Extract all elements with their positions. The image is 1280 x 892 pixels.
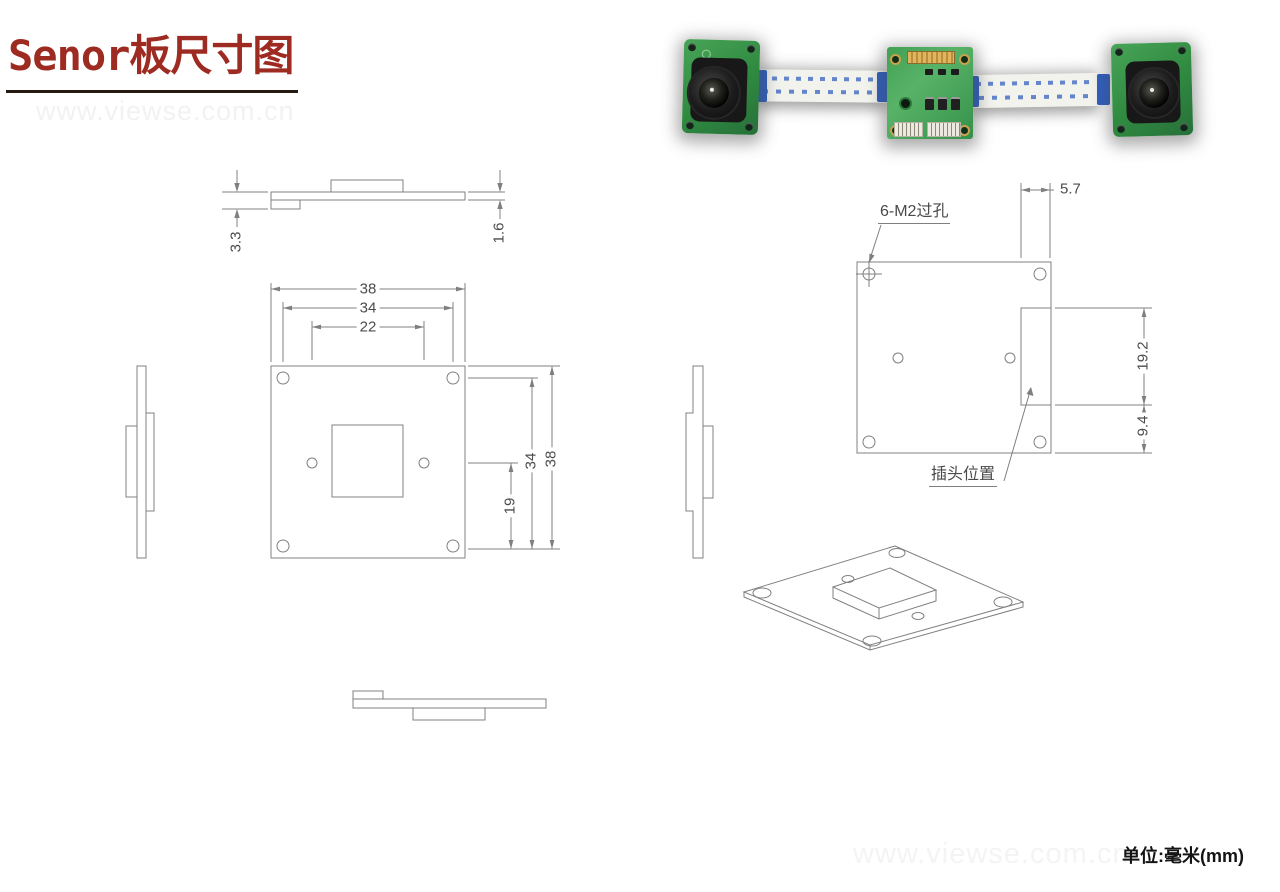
dimension-arrows — [234, 183, 1147, 549]
product-photo — [0, 0, 1280, 170]
smd-chip — [951, 69, 959, 75]
dim-total-height: 3.3 — [228, 228, 245, 256]
isometric-view — [742, 545, 1025, 651]
back-view — [856, 183, 1152, 482]
smd-component — [925, 97, 934, 110]
smd-component — [938, 97, 947, 110]
dim-plug-offset: 5.7 — [1060, 180, 1081, 198]
callout-plug-position: 插头位置 — [929, 466, 998, 487]
watermark-bottom: www.viewse.com.cn — [853, 838, 1130, 870]
dim-inner-hole-pitch: 22 — [356, 319, 380, 335]
dim-board-height: 38 — [543, 447, 560, 471]
smd-chip — [925, 69, 933, 75]
interface-board — [887, 47, 973, 139]
callout-m2-holes: 6-M2过孔 — [878, 203, 951, 224]
watermark-top: www.viewse.com.cn — [36, 96, 295, 126]
dim-inner-to-bottom: 19 — [502, 494, 519, 518]
smd-chip — [938, 69, 946, 75]
wire-connector — [927, 122, 961, 137]
dim-plug-to-bottom: 9.4 — [1135, 412, 1152, 440]
ffc-stiffener — [877, 72, 890, 102]
dim-hole-pitch-h: 34 — [356, 300, 380, 316]
dim-hole-pitch-v: 34 — [523, 449, 540, 473]
screw-hole — [890, 54, 901, 65]
ffc-stiffener — [1097, 74, 1110, 105]
unit-note: 单位:毫米(mm) — [1122, 846, 1244, 866]
screw-hole — [959, 54, 970, 65]
side-view-bottom — [352, 690, 547, 721]
side-profile-right — [685, 365, 714, 559]
smd-component — [951, 97, 960, 110]
dim-pcb-thickness: 1.6 — [491, 219, 508, 247]
wire-connector — [894, 122, 923, 137]
board-to-board-connector — [907, 51, 955, 64]
page-title: Senor板尺寸图 — [8, 31, 294, 80]
dim-plug-length: 19.2 — [1135, 338, 1152, 374]
side-profile-left — [125, 365, 155, 559]
dim-board-width: 38 — [356, 281, 380, 297]
title-underline — [6, 90, 298, 93]
board-hole — [901, 99, 910, 108]
side-view-top — [222, 170, 505, 227]
